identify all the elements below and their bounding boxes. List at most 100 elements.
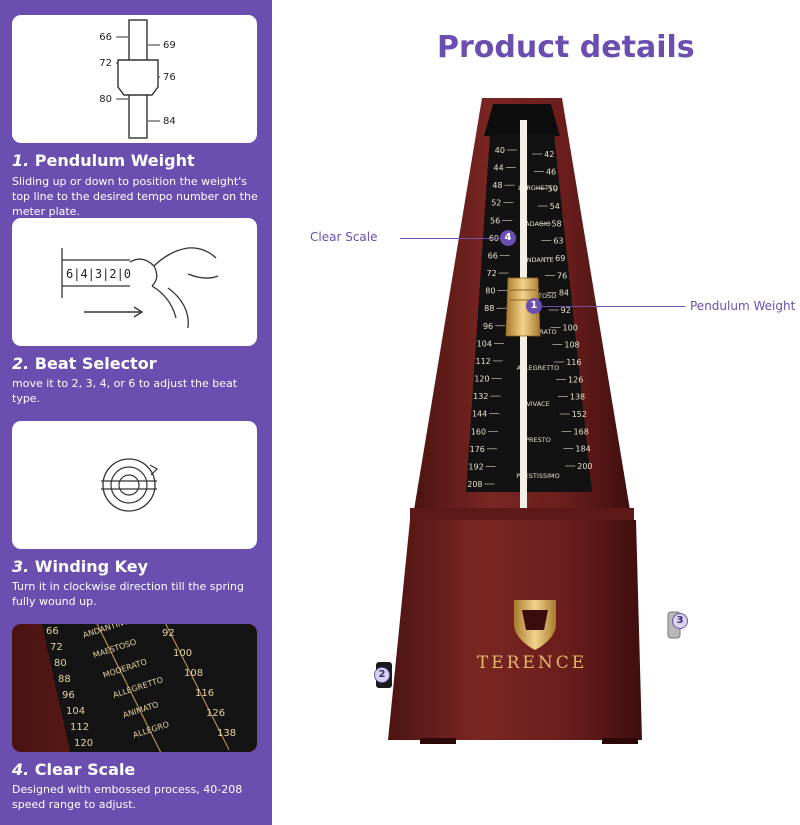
- scale-number-left: 44: [494, 164, 504, 173]
- scale-number-right: 108: [564, 341, 579, 350]
- scale-tempo-term: ALLEGRETTO: [517, 364, 559, 372]
- scale-tempo-term: PRESTO: [525, 436, 551, 444]
- scale-number-right: 54: [550, 202, 560, 211]
- feature-number: 1.: [12, 151, 30, 170]
- diagram1-mark-right: 69: [163, 40, 176, 51]
- diagram1-mark-left: 66: [99, 32, 112, 43]
- closeup-number-left: 66: [46, 626, 59, 637]
- feature-desc-clear-scale: Designed with embossed process, 40-208 s…: [12, 783, 243, 811]
- scale-tempo-term: VIVACE: [526, 400, 549, 408]
- callout-line-clear-scale: [400, 238, 500, 239]
- winding-key-diagram-card: [12, 421, 257, 549]
- scale-number-left: 48: [492, 181, 502, 190]
- scale-number-right: 116: [566, 358, 581, 367]
- pendulum-weight-diagram-card: 66 72 80 69 76 84: [12, 15, 257, 143]
- callout-badge-pendulum-weight: 1: [526, 298, 542, 314]
- scale-number-right: 84: [559, 289, 569, 298]
- feature-number: 3.: [12, 557, 30, 576]
- scale-number-right: 100: [563, 323, 578, 332]
- scale-number-right: 42: [544, 150, 554, 159]
- scale-number-left: 192: [468, 462, 483, 471]
- closeup-number-left: 80: [54, 658, 67, 669]
- callout-label-pendulum-weight: Pendulum Weight: [690, 299, 796, 313]
- callout-badge-winding-key: 3: [672, 613, 688, 629]
- pendulum-weight-diagram: 66 72 80 69 76 84: [99, 19, 176, 139]
- diagram1-mark-left: 80: [99, 94, 112, 105]
- closeup-number-right: 108: [184, 668, 203, 679]
- brand-name: TERENCE: [477, 653, 587, 673]
- metronome-image: 4044485256606672808896104112120132144160…: [376, 98, 681, 744]
- feature-number: 2.: [12, 354, 30, 373]
- closeup-number-left: 120: [74, 738, 93, 749]
- scale-number-right: 152: [572, 410, 587, 419]
- callout-line-pendulum-weight: [542, 306, 685, 307]
- scale-number-right: 138: [570, 393, 585, 402]
- pendulum-weight: [505, 277, 541, 337]
- scale-number-left: 88: [484, 304, 494, 313]
- feature-desc-beat-selector: move it to 2, 3, 4, or 6 to adjust the b…: [12, 377, 238, 405]
- scale-number-right: 126: [568, 375, 583, 384]
- closeup-number-right: 92: [162, 628, 175, 639]
- closeup-number-left: 72: [50, 642, 63, 653]
- scale-number-left: 80: [485, 287, 495, 296]
- winding-key-diagram: [101, 458, 158, 512]
- closeup-number-right: 126: [206, 708, 225, 719]
- scale-number-left: 208: [467, 480, 482, 489]
- scale-number-right: 184: [575, 445, 590, 454]
- scale-number-left: 52: [491, 199, 501, 208]
- closeup-number-right: 100: [173, 648, 192, 659]
- feature-name: Clear Scale: [34, 760, 136, 779]
- scale-tempo-term: LARGHETTO: [518, 184, 558, 192]
- metronome-ledge: [410, 508, 634, 520]
- diagram1-mark-right: 76: [163, 72, 176, 83]
- beat-digits: 6|4|3|2|0: [66, 267, 131, 281]
- scale-number-right: 58: [551, 219, 561, 228]
- diagram1-mark-left: 72: [99, 58, 112, 69]
- scale-number-left: 104: [477, 339, 492, 348]
- feature-desc-pendulum-weight: Sliding up or down to position the weigh…: [12, 175, 258, 218]
- feature-sidebar: 66 72 80 69 76 84 1. Pendulum Weight Sli…: [0, 0, 272, 825]
- scale-number-left: 72: [486, 269, 496, 278]
- scale-number-left: 176: [470, 445, 485, 454]
- feature-name: Beat Selector: [34, 354, 157, 373]
- callout-badge-clear-scale: 4: [500, 230, 516, 246]
- diagram1-mark-right: 84: [163, 116, 176, 127]
- brand-shield-icon: [514, 600, 556, 650]
- scale-number-right: 92: [561, 306, 571, 315]
- scale-number-left: 66: [488, 251, 498, 260]
- closeup-number-left: 112: [70, 722, 89, 733]
- feature-title-pendulum-weight: 1. Pendulum Weight: [12, 151, 195, 170]
- scale-number-right: 50: [548, 185, 558, 194]
- scale-number-right: 69: [555, 254, 565, 263]
- closeup-number-left: 96: [62, 690, 75, 701]
- feature-title-clear-scale: 4. Clear Scale: [12, 760, 135, 779]
- scale-number-left: 40: [495, 146, 505, 155]
- callout-label-clear-scale: Clear Scale: [310, 230, 378, 244]
- scale-number-left: 56: [490, 216, 500, 225]
- feature-name: Winding Key: [34, 557, 149, 576]
- scale-tempo-term: PRESTISSIMO: [516, 472, 559, 480]
- feature-name: Pendulum Weight: [34, 151, 195, 170]
- scale-tempo-term: ANDANTE: [522, 256, 554, 264]
- scale-tempo-term: ADAGIO: [525, 220, 551, 228]
- scale-number-right: 76: [557, 271, 567, 280]
- scale-number-left: 132: [473, 392, 488, 401]
- feature-title-beat-selector: 2. Beat Selector: [12, 354, 157, 373]
- closeup-number-left: 88: [58, 674, 71, 685]
- callout-badge-beat-selector: 2: [374, 667, 390, 683]
- closeup-number-right: 138: [217, 728, 236, 739]
- closeup-number-right: 116: [195, 688, 214, 699]
- scale-number-right: 200: [577, 462, 592, 471]
- scale-number-left: 120: [474, 375, 489, 384]
- scale-number-right: 63: [553, 237, 563, 246]
- scale-number-left: 160: [471, 427, 486, 436]
- feature-number: 4.: [12, 760, 30, 779]
- scale-number-left: 144: [472, 410, 487, 419]
- feature-desc-winding-key: Turn it in clockwise direction till the …: [12, 580, 244, 608]
- page-title: Product details: [437, 30, 695, 65]
- scale-number-right: 168: [574, 427, 589, 436]
- scale-number-left: 96: [483, 322, 493, 331]
- beat-selector-diagram-card: 6|4|3|2|0: [12, 218, 257, 346]
- scale-number-left: 112: [476, 357, 491, 366]
